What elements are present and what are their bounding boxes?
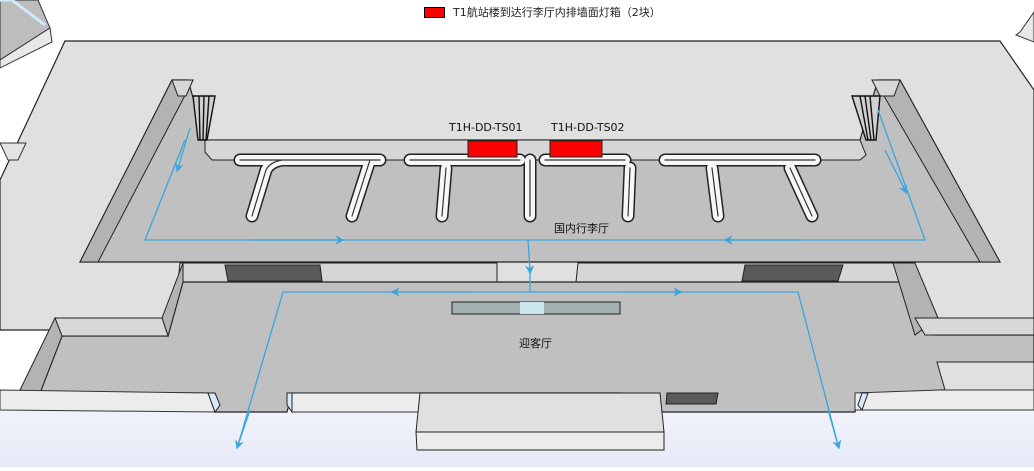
baggage-carousels	[233, 153, 822, 223]
dark-panel-left	[224, 264, 323, 282]
sign-ts01-label: T1H-DD-TS01	[449, 121, 523, 134]
top-left-building-block	[0, 0, 53, 69]
right-entrance-grille-icon	[851, 95, 881, 141]
legend: T1航站楼到达行李厅内排墙面灯箱（2块）	[424, 5, 661, 19]
sign-ts02-label: T1H-DD-TS02	[551, 121, 625, 134]
red-rectangle-swatch-icon	[424, 6, 445, 18]
sign-ts01[interactable]	[467, 140, 518, 158]
left-entrance-grille-icon	[192, 95, 216, 141]
glass-partition	[451, 301, 621, 315]
dark-panel-right	[741, 264, 844, 282]
greeting-hall-label: 迎客厅	[519, 337, 552, 350]
legend-label: T1航站楼到达行李厅内排墙面灯箱（2块）	[453, 6, 661, 19]
sign-ts02[interactable]	[549, 140, 603, 158]
passenger-flow-arrows	[144, 109, 926, 450]
dark-panel-front	[665, 392, 719, 405]
top-right-building-block	[1014, 11, 1034, 43]
baggage-hall-label: 国内行李厅	[554, 222, 609, 235]
